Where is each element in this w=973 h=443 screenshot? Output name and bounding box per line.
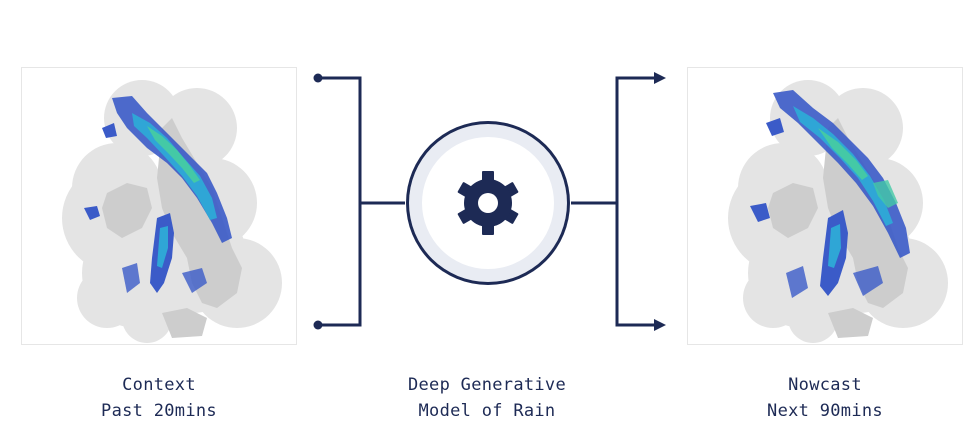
input-bracket (318, 76, 405, 327)
nowcast-radar-map (687, 67, 963, 345)
nowcast-subtitle: Next 90mins (767, 401, 883, 421)
input-dot-top (313, 73, 323, 83)
context-subtitle: Past 20mins (101, 401, 217, 421)
model-subtitle: Model of Rain (418, 401, 556, 421)
output-bracket (571, 76, 655, 327)
rain-bands (84, 96, 232, 293)
context-title: Context (122, 375, 196, 395)
context-radar-map (21, 67, 297, 345)
radar-map-past (62, 80, 282, 343)
input-dot-bottom (313, 320, 323, 330)
nowcast-title: Nowcast (788, 375, 862, 395)
radar-map-forecast (728, 80, 948, 343)
nowcast-caption: Nowcast Next 90mins (695, 372, 955, 424)
model-caption: Deep Generative Model of Rain (357, 372, 617, 424)
gear-icon (457, 171, 519, 235)
output-arrow-bottom (654, 319, 666, 331)
model-title: Deep Generative (407, 375, 567, 395)
rain-bands (750, 90, 910, 298)
context-caption: Context Past 20mins (29, 372, 289, 424)
output-arrow-top (654, 72, 666, 84)
